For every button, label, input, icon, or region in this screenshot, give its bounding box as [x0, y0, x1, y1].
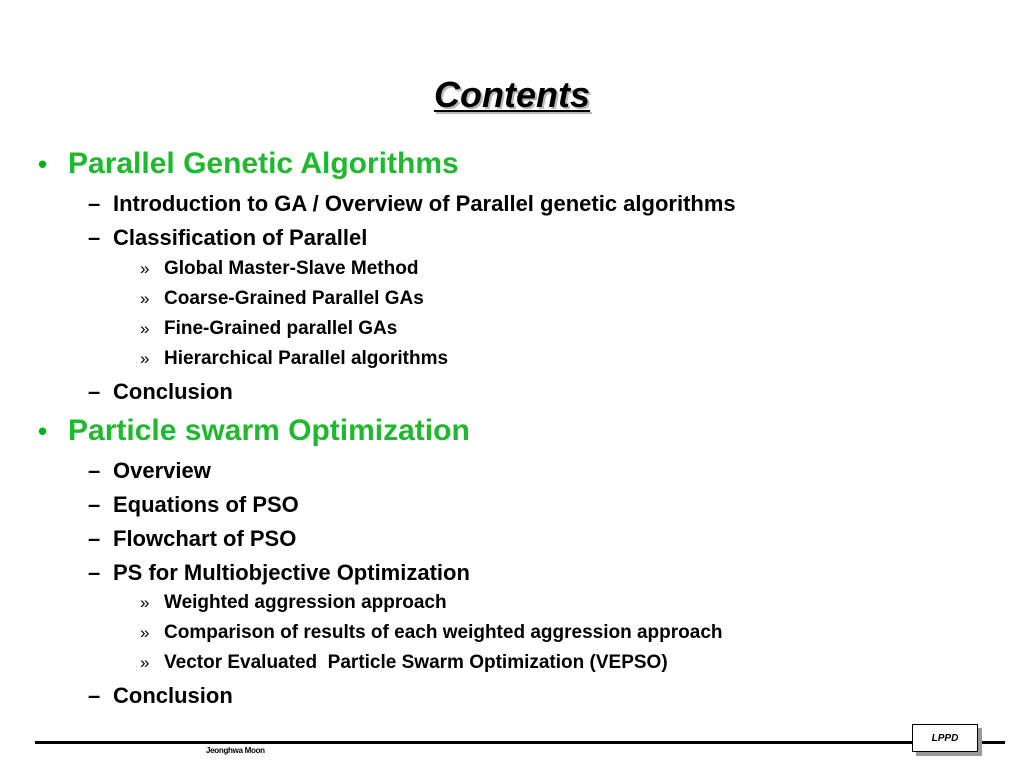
chevron-marker: »	[140, 319, 150, 338]
outline-text: Comparison of results of each weighted a…	[164, 622, 723, 643]
slide-title: Contents	[434, 74, 590, 115]
chevron-marker: »	[140, 653, 150, 672]
outline-text: Coarse-Grained Parallel GAs	[164, 288, 424, 309]
dash-marker: –	[88, 560, 101, 585]
lab-logo: LPPD	[912, 724, 978, 752]
outline-text: Parallel Genetic Algorithms	[68, 147, 459, 180]
outline-text: Overview	[113, 458, 211, 483]
chevron-marker: »	[140, 623, 150, 642]
bullet-marker: •	[38, 416, 48, 446]
footer-author: Jeonghwa Moon	[206, 746, 265, 755]
outline-text: Fine-Grained parallel GAs	[164, 318, 398, 339]
outline-text: Equations of PSO	[113, 492, 299, 517]
dash-marker: –	[88, 526, 101, 551]
bullet-marker: •	[38, 149, 48, 179]
chevron-marker: »	[140, 289, 150, 308]
outline-text: Conclusion	[113, 683, 233, 708]
dash-marker: –	[88, 683, 101, 708]
outline-text: Global Master-Slave Method	[164, 258, 419, 279]
chevron-marker: »	[140, 593, 150, 612]
dash-marker: –	[88, 458, 101, 483]
dash-marker: –	[88, 379, 101, 404]
outline-text: Vector Evaluated Particle Swarm Optimiza…	[164, 652, 668, 673]
outline-text: Classification of Parallel	[113, 225, 368, 250]
outline-text: Conclusion	[113, 379, 233, 404]
outline-text: Particle swarm Optimization	[68, 414, 470, 447]
outline-text: Hierarchical Parallel algorithms	[164, 348, 449, 369]
dash-marker: –	[88, 191, 101, 216]
outline-text: PS for Multiobjective Optimization	[113, 560, 470, 585]
chevron-marker: »	[140, 259, 150, 278]
outline-text: Introduction to GA / Overview of Paralle…	[113, 191, 736, 216]
dash-marker: –	[88, 225, 101, 250]
outline-text: Weighted aggression approach	[164, 592, 447, 613]
footer-divider	[35, 741, 1005, 744]
dash-marker: –	[88, 492, 101, 517]
chevron-marker: »	[140, 349, 150, 368]
outline-text: Flowchart of PSO	[113, 526, 297, 551]
